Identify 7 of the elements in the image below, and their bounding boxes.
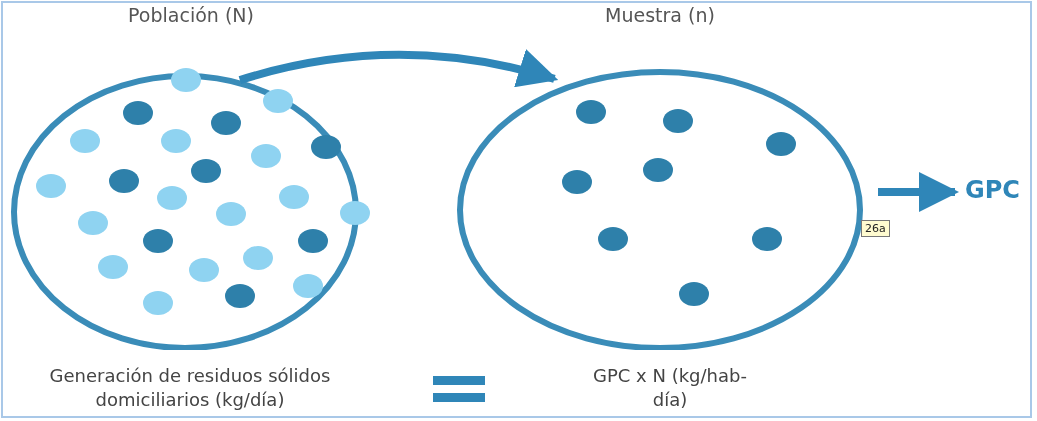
- circle-heading: Muestra (n): [604, 4, 716, 26]
- formula-text: GPC x N (kg/hab-día): [592, 364, 748, 413]
- formula-text: Generación de residuos sólidos domiciliarios (kg/día): [48, 364, 332, 413]
- result-label: GPC: [965, 176, 1021, 204]
- arrow: [238, 49, 559, 89]
- tooltip-tag: 26a: [861, 220, 890, 237]
- circle-heading: Población (N): [127, 4, 255, 26]
